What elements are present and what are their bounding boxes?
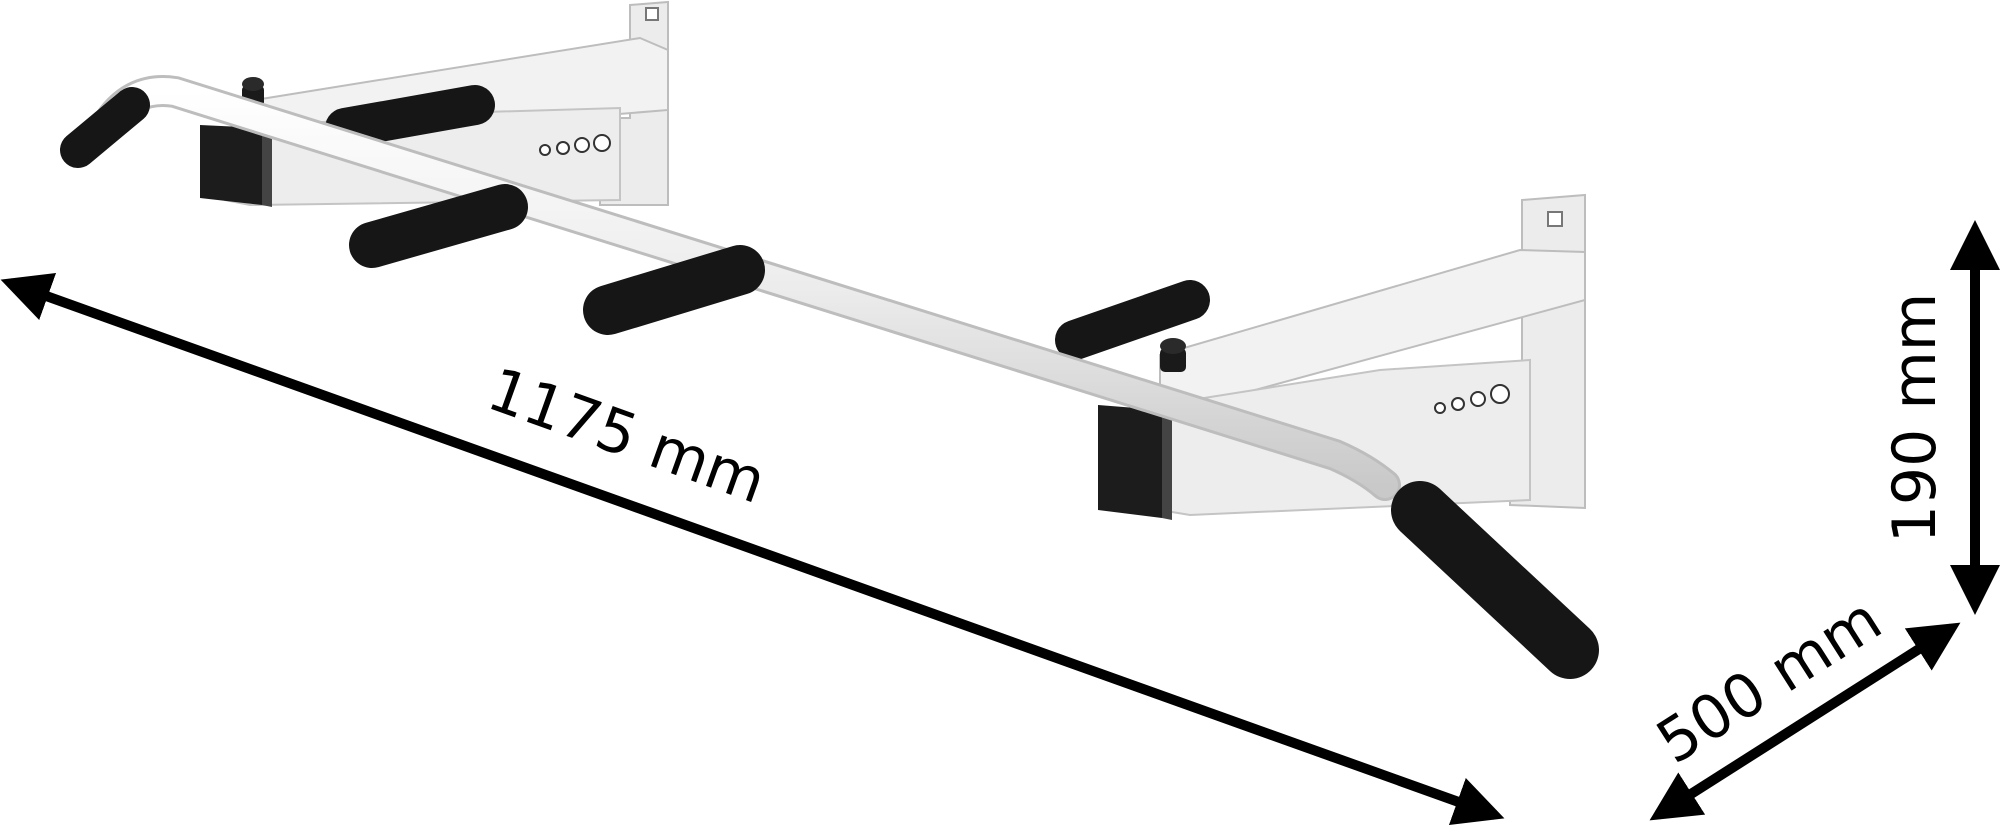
height-label: 190 mm	[1880, 293, 1950, 544]
depth-arrow	[1649, 622, 1961, 821]
right-plate-slot-top	[1547, 211, 1563, 227]
left-end-cap	[200, 125, 262, 205]
right-bolt-icon	[1160, 338, 1186, 372]
length-label: 1175 mm	[479, 355, 774, 518]
left-end-cap-shade	[262, 128, 272, 207]
right-end-cap-shade	[1162, 410, 1172, 520]
front-middle-grip	[583, 245, 765, 335]
dimension-arrows	[0, 220, 2000, 826]
length-arrow	[0, 272, 1505, 826]
front-left-grip	[349, 184, 528, 268]
back-right-grip	[1055, 280, 1210, 360]
left-bracket-holes	[539, 134, 611, 156]
right-end-grip	[1391, 481, 1599, 679]
left-end-grip	[60, 87, 150, 168]
back-left-grip	[325, 85, 495, 148]
right-end-cap	[1098, 405, 1162, 518]
left-plate-slot	[645, 7, 659, 21]
